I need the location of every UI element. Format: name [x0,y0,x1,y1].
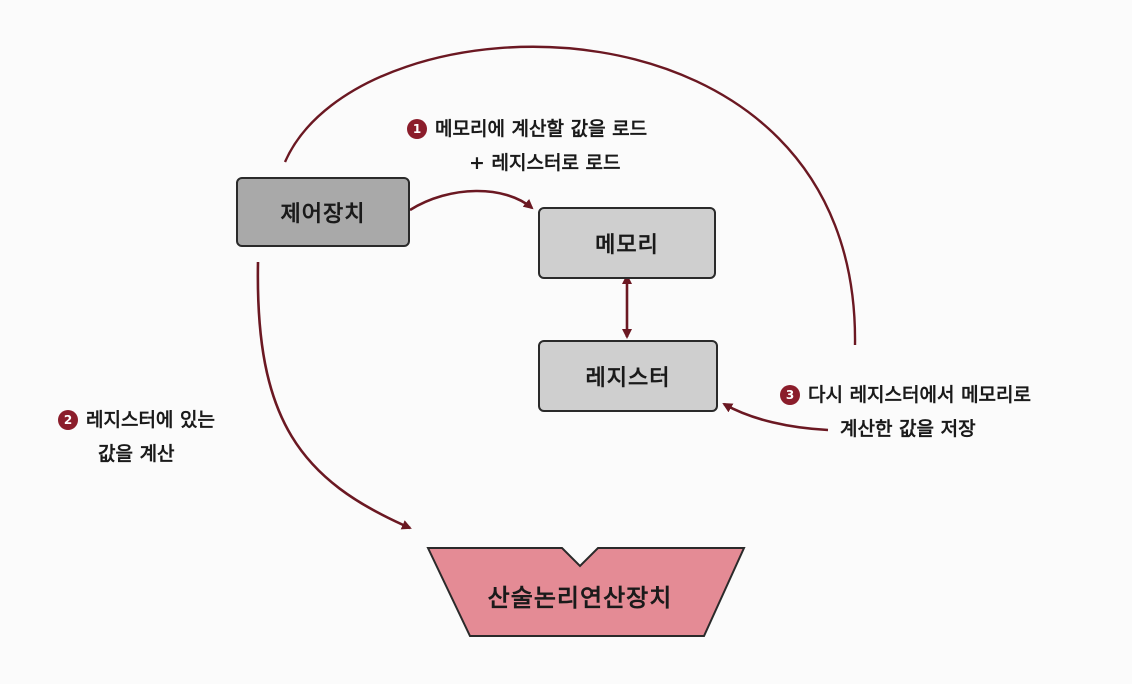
step-1-note: 1 메모리에 계산할 값을 로드 + 레지스터로 로드 [407,112,647,180]
alu-label: 산술논리연산장치 [487,583,673,612]
control-to-memory-arrow [409,189,534,212]
register-box: 레지스터 [538,340,718,412]
control-unit-label: 제어장치 [280,202,366,227]
step-2-line-2: 값을 계산 [98,443,175,465]
outer-arc [283,45,857,346]
step-3-note: 3 다시 레지스터에서 메모리로 계산한 값을 저장 [780,378,1031,446]
step-1-line-1: 메모리에 계산할 값을 로드 [435,118,648,140]
memory-label: 메모리 [595,233,659,258]
step-2-badge: 2 [58,410,78,430]
memory-box: 메모리 [538,207,716,279]
alu-shape [426,547,746,637]
control-unit-box: 제어장치 [236,177,410,247]
step-2-note: 2 레지스터에 있는 값을 계산 [58,403,215,471]
alu-label-wrap: 산술논리연산장치 [430,565,730,625]
step-1-line-2: + 레지스터로 로드 [469,152,621,174]
register-label: 레지스터 [585,366,671,391]
step-3-line-2: 계산한 값을 저장 [840,418,976,440]
step3-to-register-arrow [722,402,829,432]
step-1-badge: 1 [407,119,427,139]
step-3-line-1: 다시 레지스터에서 메모리로 [808,384,1031,406]
step-3-badge: 3 [780,385,800,405]
step-2-line-1: 레지스터에 있는 [86,409,215,431]
control-to-alu-arrow [256,261,412,530]
